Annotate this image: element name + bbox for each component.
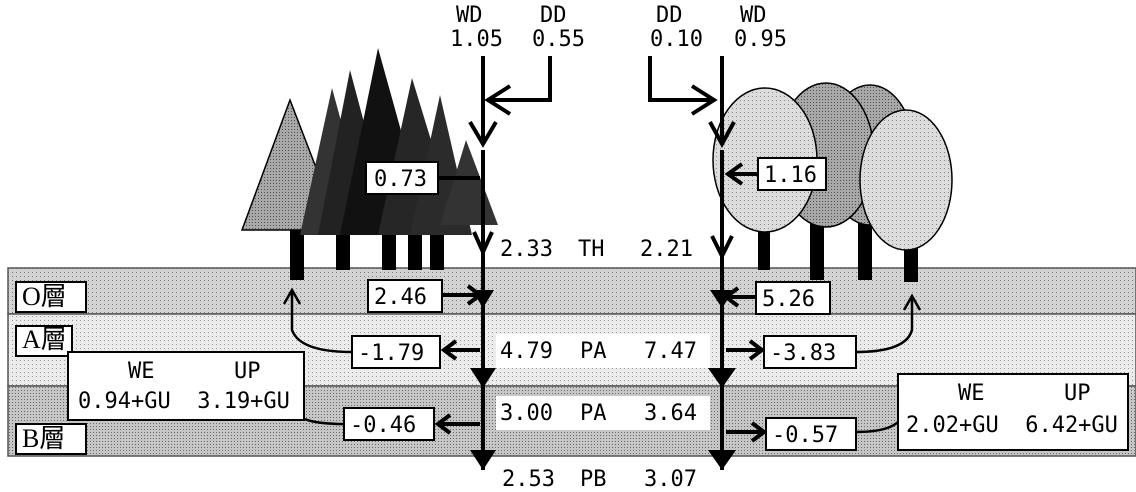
conifer-a-layer-value: -1.79 (358, 341, 424, 366)
broadleaf-we-up-box (897, 373, 1129, 451)
broadleaf-canopy-value: 1.16 (764, 163, 817, 188)
conifer-a-layer-box (351, 335, 441, 369)
a-layer-label: A層 (22, 325, 67, 354)
o-layer-band (7, 267, 1136, 315)
pa-label-a: PA (580, 339, 607, 364)
conifer-we-up-box (67, 351, 305, 421)
conifer-pa-b-value: 3.00 (500, 401, 553, 426)
broadleaf-o-layer-value: 5.26 (762, 287, 815, 312)
broadleaf-th-value: 2.21 (640, 237, 693, 262)
broadleaf-dd-value: 0.10 (650, 27, 703, 52)
th-label: TH (578, 237, 605, 262)
conifer-th-value: 2.33 (500, 237, 553, 262)
broadleaf-we-up-values: 2.02+GU 6.42+GU (906, 413, 1118, 438)
conifer-we-up-header: WE UP (128, 359, 260, 384)
conifer-pb-value: 2.53 (502, 467, 555, 492)
broadleaf-a-layer-value: -3.83 (770, 341, 836, 366)
broadleaf-we-up-header: WE UP (958, 381, 1090, 406)
a-layer-label-box (15, 325, 73, 357)
broadleaf-wd-value: 0.95 (734, 27, 787, 52)
b-layer-label: B層 (22, 424, 65, 453)
conifer-canopy-value: 0.73 (374, 167, 427, 192)
conifer-we-up-values: 0.94+GU 3.19+GU (78, 389, 290, 414)
b-layer-label-box (15, 423, 87, 455)
conifer-dd-label: DD (540, 3, 567, 28)
broadleaf-a-layer-box (763, 335, 857, 369)
broadleaf-wd-label: WD (740, 3, 767, 28)
conifer-b-layer-box (343, 407, 435, 441)
broadleaf-uptake-path (855, 298, 914, 354)
pa-label-b: PA (580, 401, 607, 426)
conifer-dd-value: 0.55 (532, 27, 585, 52)
broadleaf-pa-value: 7.47 (644, 339, 697, 364)
conifer-o-layer-box (367, 279, 443, 313)
o-layer-label: O層 (22, 282, 67, 311)
conifer-dd-arrow (490, 56, 552, 102)
conifer-uptake-path (290, 292, 353, 354)
broadleaf-b-layer-value: -0.57 (772, 423, 838, 448)
broadleaf-pa-b-value: 3.64 (644, 401, 697, 426)
broadleaf-dd-label: DD (656, 3, 683, 28)
broadleaf-pb-value: 3.07 (644, 467, 697, 492)
pb-label: PB (580, 467, 607, 492)
broadleaf-dd-arrow (648, 56, 712, 102)
conifer-canopy-box (365, 161, 439, 195)
conifer-o-layer-value: 2.46 (374, 285, 427, 310)
broadleaf-b-layer-box (765, 417, 857, 451)
conifer-pa-value: 4.79 (500, 339, 553, 364)
o-layer-label-box (15, 281, 87, 313)
broadleaf-stand (712, 82, 953, 282)
conifer-b-layer-value: -0.46 (350, 413, 416, 438)
conifer-wd-label: WD (456, 3, 483, 28)
conifer-wd-value: 1.05 (450, 27, 503, 52)
